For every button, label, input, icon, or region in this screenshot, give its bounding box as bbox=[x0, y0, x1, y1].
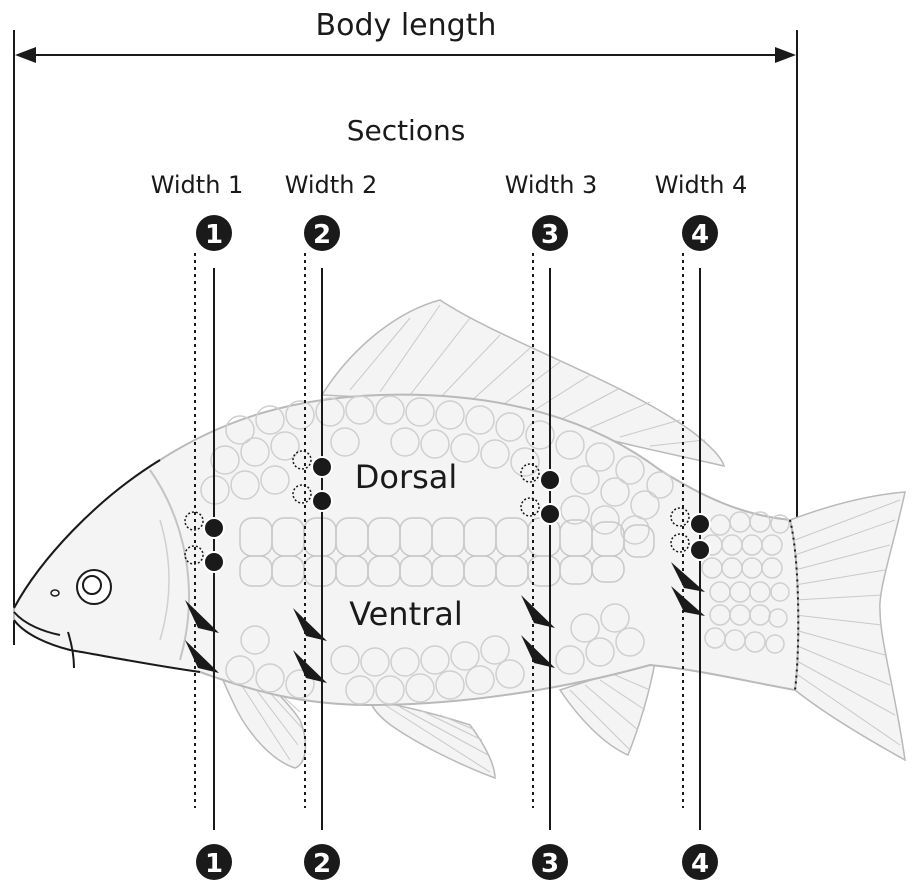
section-1-dorsal-marker-b bbox=[204, 552, 224, 572]
section-1-bottom-number: 1 bbox=[205, 849, 223, 879]
section-1-top-number: 1 bbox=[205, 220, 223, 250]
section-2-bottom-number: 2 bbox=[313, 849, 331, 879]
sections-label: Sections bbox=[347, 114, 466, 147]
section-4-dorsal-marker-b bbox=[690, 540, 710, 560]
dorsal-label: Dorsal bbox=[355, 458, 458, 496]
section-4-top-number: 4 bbox=[691, 220, 709, 250]
body-length-label: Body length bbox=[316, 8, 497, 43]
section-1-dorsal-marker-a bbox=[204, 518, 224, 538]
pelvic-fin bbox=[370, 700, 495, 778]
tail-fin bbox=[787, 492, 905, 760]
section-4-bottom-number: 4 bbox=[691, 849, 709, 879]
width-1-label: Width 1 bbox=[151, 171, 244, 199]
width-2-label: Width 2 bbox=[285, 171, 378, 199]
section-3-dorsal-marker-b bbox=[540, 504, 560, 524]
section-2-top-number: 2 bbox=[313, 220, 331, 250]
section-2-dorsal-marker-b bbox=[312, 491, 332, 511]
width-3-label: Width 3 bbox=[505, 171, 598, 199]
eye-pupil bbox=[83, 576, 101, 594]
ventral-label: Ventral bbox=[349, 595, 463, 633]
section-3-top-number: 3 bbox=[541, 220, 559, 250]
width-4-label: Width 4 bbox=[655, 171, 748, 199]
left-arrowhead-icon bbox=[15, 47, 36, 63]
section-2-dorsal-marker-a bbox=[312, 457, 332, 477]
right-arrowhead-icon bbox=[775, 47, 796, 63]
section-3-bottom-number: 3 bbox=[541, 849, 559, 879]
section-3-dorsal-marker-a bbox=[540, 470, 560, 490]
section-4-dorsal-marker-a bbox=[690, 514, 710, 534]
